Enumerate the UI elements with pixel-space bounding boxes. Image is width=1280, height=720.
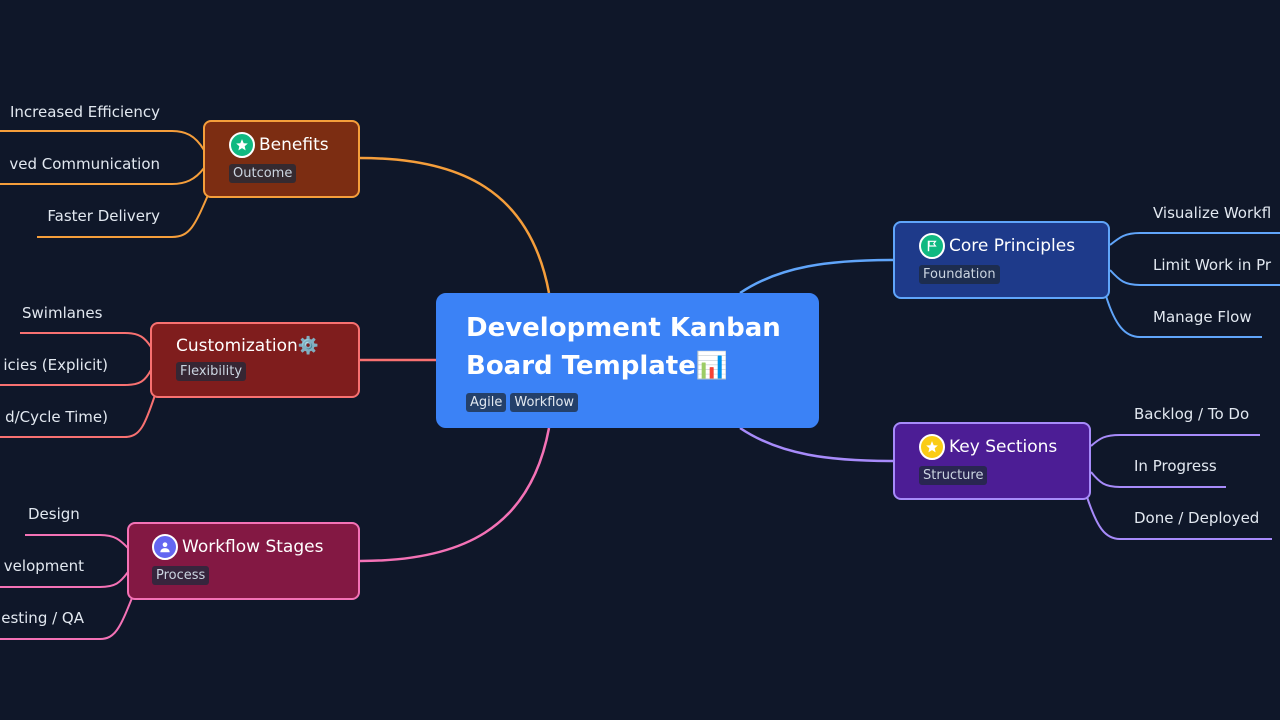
edge-root-key-sections <box>739 426 894 463</box>
workflow-stages-label: Workflow Stages <box>182 537 324 557</box>
benefits-title-row: Benefits <box>229 132 358 158</box>
workflow-stages-title-row: Workflow Stages <box>152 534 358 560</box>
edge-root-workflow-stages <box>359 427 551 563</box>
edge-customization-leaf-2 <box>0 369 152 386</box>
leaf-improved-communication[interactable]: ved Communication <box>9 155 160 173</box>
edge-core-leaf-2 <box>1109 269 1280 286</box>
leaf-development[interactable]: velopment <box>3 557 84 575</box>
edge-benefits-leaf-2 <box>0 167 205 185</box>
branch-node-customization[interactable]: Customization⚙️ Flexibility <box>150 322 360 398</box>
edge-key-leaf-3 <box>1086 496 1272 540</box>
leaf-increased-efficiency[interactable]: Increased Efficiency <box>9 103 160 121</box>
workflow-stages-tag: Process <box>152 566 210 585</box>
customization-label: Customization⚙️ <box>176 336 319 356</box>
key-sections-tag: Structure <box>919 466 988 485</box>
edge-key-leaf-1 <box>1090 434 1260 447</box>
edge-core-leaf-1 <box>1109 232 1280 246</box>
flag-icon <box>919 233 945 259</box>
key-sections-label: Key Sections <box>949 437 1058 457</box>
root-node[interactable]: Development Kanban Board Template📊 Agile… <box>436 293 819 428</box>
customization-title-row: Customization⚙️ <box>176 336 358 356</box>
leaf-manage-flow[interactable]: Manage Flow <box>1153 308 1252 326</box>
root-tag-workflow: Workflow <box>510 393 579 412</box>
branch-node-core-principles[interactable]: Core Principles Foundation <box>893 221 1110 299</box>
leaf-done-deployed[interactable]: Done / Deployed <box>1134 509 1260 527</box>
star-icon <box>919 434 945 460</box>
edge-workflow-leaf-1 <box>25 534 129 549</box>
leaf-policies-explicit[interactable]: icies (Explicit) <box>3 356 108 374</box>
leaf-visualize-workflow[interactable]: Visualize Workfl <box>1153 204 1272 222</box>
leaf-faster-delivery[interactable]: Faster Delivery <box>47 207 160 225</box>
key-sections-title-row: Key Sections <box>919 434 1089 460</box>
edge-root-core-principles <box>739 258 894 295</box>
leaf-backlog-to-do[interactable]: Backlog / To Do <box>1134 405 1250 423</box>
edge-benefits-leaf-1 <box>0 130 205 151</box>
root-title: Development Kanban Board Template📊 <box>466 309 806 385</box>
benefits-tag: Outcome <box>229 164 297 183</box>
leaf-swimlanes[interactable]: Swimlanes <box>22 304 103 322</box>
user-icon <box>152 534 178 560</box>
customization-tag: Flexibility <box>176 362 247 381</box>
leaf-lead-cycle-time[interactable]: d/Cycle Time) <box>5 408 108 426</box>
edge-core-leaf-3 <box>1105 295 1262 338</box>
edge-key-leaf-2 <box>1090 471 1226 488</box>
edge-workflow-leaf-3 <box>0 597 133 640</box>
branch-node-workflow-stages[interactable]: Workflow Stages Process <box>127 522 360 600</box>
edge-customization-leaf-1 <box>20 332 152 348</box>
branch-node-key-sections[interactable]: Key Sections Structure <box>893 422 1091 500</box>
leaf-in-progress[interactable]: In Progress <box>1134 457 1217 475</box>
benefits-label: Benefits <box>259 135 329 155</box>
leaf-testing-qa[interactable]: esting / QA <box>1 609 84 627</box>
leaf-limit-work-in-progress[interactable]: Limit Work in Pr <box>1153 256 1272 274</box>
branch-node-benefits[interactable]: Benefits Outcome <box>203 120 360 198</box>
root-tag-agile: Agile <box>466 393 507 412</box>
edge-customization-leaf-3 <box>0 394 156 438</box>
core-principles-tag: Foundation <box>919 265 1000 284</box>
core-principles-title-row: Core Principles <box>919 233 1108 259</box>
leaf-design[interactable]: Design <box>28 505 80 523</box>
edge-benefits-leaf-3 <box>37 194 209 238</box>
root-title-line-2: Board Template📊 <box>466 351 729 381</box>
edge-root-benefits <box>359 156 551 294</box>
root-title-line-1: Development Kanban <box>466 313 781 343</box>
core-principles-label: Core Principles <box>949 236 1076 256</box>
edge-workflow-leaf-2 <box>0 571 129 588</box>
star-badge-icon <box>229 132 255 158</box>
